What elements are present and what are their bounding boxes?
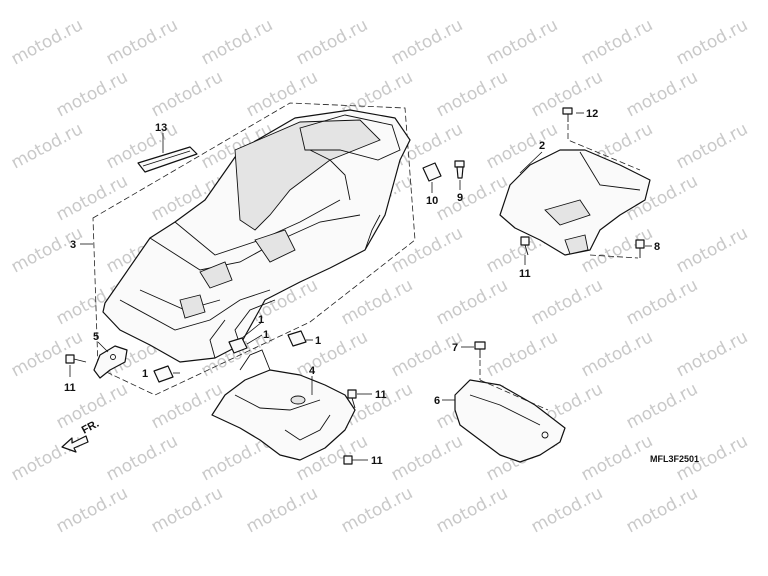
watermark-text: motod.ru — [623, 275, 701, 329]
watermark-text: motod.ru — [388, 15, 466, 69]
callout-5: 5 — [93, 331, 99, 343]
bracket-part-5 — [93, 345, 128, 379]
watermark-text: motod.ru — [293, 15, 371, 69]
bolt-part-11-c — [343, 455, 353, 465]
watermark-text: motod.ru — [578, 431, 656, 485]
watermark-text: motod.ru — [148, 67, 226, 121]
watermark-text: motod.ru — [623, 483, 701, 537]
watermark-text: motod.ru — [243, 67, 321, 121]
bolt-part-11-a — [65, 354, 87, 364]
callout-6: 6 — [434, 395, 440, 407]
watermark-text: motod.ru — [388, 431, 466, 485]
watermark-text: motod.ru — [433, 483, 511, 537]
watermark-text: motod.ru — [53, 67, 131, 121]
callout-11-d: 11 — [371, 455, 383, 467]
watermark-text: motod.ru — [578, 15, 656, 69]
watermark-text: motod.ru — [673, 15, 751, 69]
cover-part-6 — [454, 360, 566, 463]
callout-13: 13 — [155, 122, 167, 134]
watermark-text: motod.ru — [623, 379, 701, 433]
watermark-text: motod.ru — [8, 327, 86, 381]
watermark-text: motod.ru — [388, 223, 466, 277]
watermark-text: motod.ru — [528, 483, 606, 537]
callout-1-d: 1 — [142, 368, 148, 380]
watermark-text: motod.ru — [338, 275, 416, 329]
watermark-text: motod.ru — [673, 223, 751, 277]
watermark-text: motod.ru — [673, 119, 751, 173]
watermark-text: motod.ru — [53, 483, 131, 537]
callout-11-a: 11 — [64, 382, 76, 394]
screw-part-8 — [635, 239, 645, 258]
watermark-text: motod.ru — [8, 431, 86, 485]
callout-8: 8 — [654, 241, 660, 253]
screw-part-12 — [562, 107, 573, 122]
watermark-text: motod.ru — [293, 327, 371, 381]
watermark-text: motod.ru — [623, 67, 701, 121]
callout-2: 2 — [539, 140, 545, 152]
callout-9: 9 — [457, 192, 463, 204]
callout-11-b: 11 — [519, 268, 531, 280]
bolt-part-11-d — [520, 236, 530, 256]
watermark-text: motod.ru — [8, 15, 86, 69]
callout-3: 3 — [70, 239, 76, 251]
leader-lines — [69, 112, 652, 461]
callout-11-c: 11 — [375, 389, 387, 401]
watermark-text: motod.ru — [103, 431, 181, 485]
watermark-text: motod.ru — [103, 15, 181, 69]
callout-1-b: 1 — [263, 329, 269, 341]
cover-part-2 — [499, 124, 651, 259]
clip-nuts-part-1 — [153, 330, 307, 383]
screw-part-7 — [474, 341, 486, 358]
watermark-text: motod.ru — [528, 275, 606, 329]
watermark-text: motod.ru — [148, 483, 226, 537]
inner-fender-part-4 — [211, 349, 356, 461]
watermark-text: motod.ru — [198, 15, 276, 69]
nut-part-10 — [422, 162, 442, 182]
callout-10: 10 — [426, 195, 438, 207]
bolt-part-11-b — [347, 389, 357, 409]
watermark-text: motod.ru — [433, 67, 511, 121]
screw-part-9 — [454, 160, 465, 179]
watermark-text: motod.ru — [338, 483, 416, 537]
callout-labels: 1 1 1 1 2 3 4 5 6 7 8 9 10 11 11 11 11 1… — [64, 108, 660, 467]
watermark-text: motod.ru — [433, 171, 511, 225]
watermark-text: motod.ru — [243, 483, 321, 537]
watermark-text: motod.ru — [53, 171, 131, 225]
watermark-text: motod.ru — [388, 327, 466, 381]
watermark-text: motod.ru — [578, 327, 656, 381]
watermark-text: motod.ru — [148, 379, 226, 433]
callout-12: 12 — [586, 108, 598, 120]
watermark-text: motod.ru — [483, 327, 561, 381]
watermark-text: motod.ru — [8, 119, 86, 173]
callout-4: 4 — [309, 365, 316, 377]
watermark-text: motod.ru — [433, 275, 511, 329]
callout-7: 7 — [452, 342, 458, 354]
strap-part-13 — [137, 146, 198, 173]
watermark-text: motod.ru — [483, 15, 561, 69]
diagram-code: MFL3F2501 — [650, 454, 699, 464]
callout-1-c: 1 — [315, 335, 321, 347]
callout-1-a: 1 — [258, 314, 264, 326]
watermark-text: motod.ru — [673, 327, 751, 381]
